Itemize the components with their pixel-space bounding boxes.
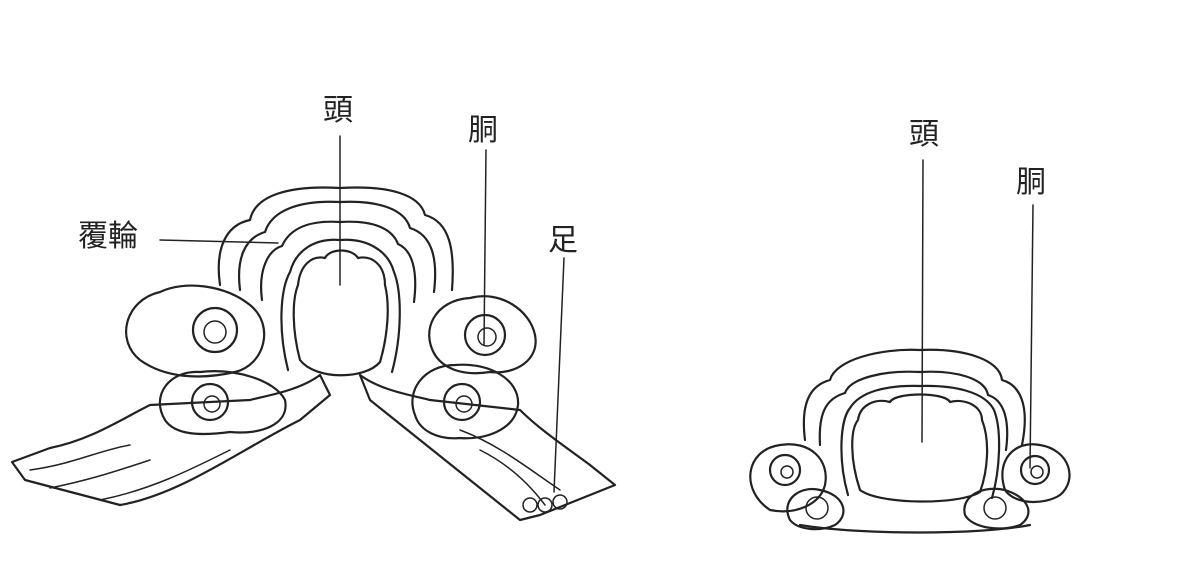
left-body-label: 胴 <box>468 113 498 148</box>
right-head-label: 頭 <box>909 117 939 152</box>
left-ornament <box>10 135 617 522</box>
left-foot-label: 足 <box>548 223 578 258</box>
left-rim-label: 覆輪 <box>78 219 138 254</box>
right-ornament <box>749 159 1071 534</box>
right-body-label: 胴 <box>1016 165 1046 200</box>
left-head-label: 頭 <box>323 93 353 128</box>
